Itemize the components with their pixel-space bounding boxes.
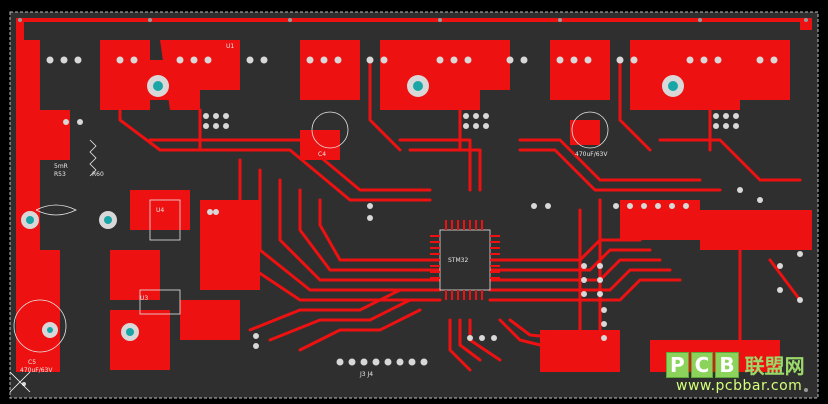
watermark-text: 联盟网	[744, 354, 805, 378]
watermark-url: www.pcbbar.com	[676, 378, 803, 394]
copper-traces	[118, 58, 802, 372]
silk-cap1: C5	[28, 359, 36, 366]
power-pads[interactable]	[21, 75, 684, 341]
watermark: P C B 联盟网 www.pcbbar.com	[662, 350, 822, 400]
silk-ic-main: U3	[140, 295, 148, 302]
silk-ic-drv: U4	[156, 207, 164, 214]
mcu-label: STM32	[448, 257, 468, 264]
silk-res1: 5mR	[54, 163, 68, 170]
silk-bottom: J3 J4	[359, 371, 373, 378]
silk-cap4: C4	[318, 151, 326, 158]
mounting-holes	[18, 18, 808, 392]
silk-cap2: 470uF/63V	[20, 367, 53, 374]
watermark-letter-p: P	[666, 351, 689, 378]
silk-cap3: 470uF/63V	[575, 151, 608, 158]
via-array	[22, 56, 803, 386]
mcu-footprint[interactable]: STM32	[430, 220, 500, 300]
silkscreen-outlines	[9, 111, 609, 393]
watermark-letter-c: C	[690, 351, 714, 378]
watermark-logo: P C B 联盟网	[666, 350, 805, 379]
copper-pours	[16, 18, 812, 372]
watermark-letter-b: B	[715, 351, 739, 378]
silk-u1: U1	[226, 43, 234, 50]
silk-res2: R53	[54, 171, 66, 178]
silk-res3: R60	[92, 171, 104, 178]
